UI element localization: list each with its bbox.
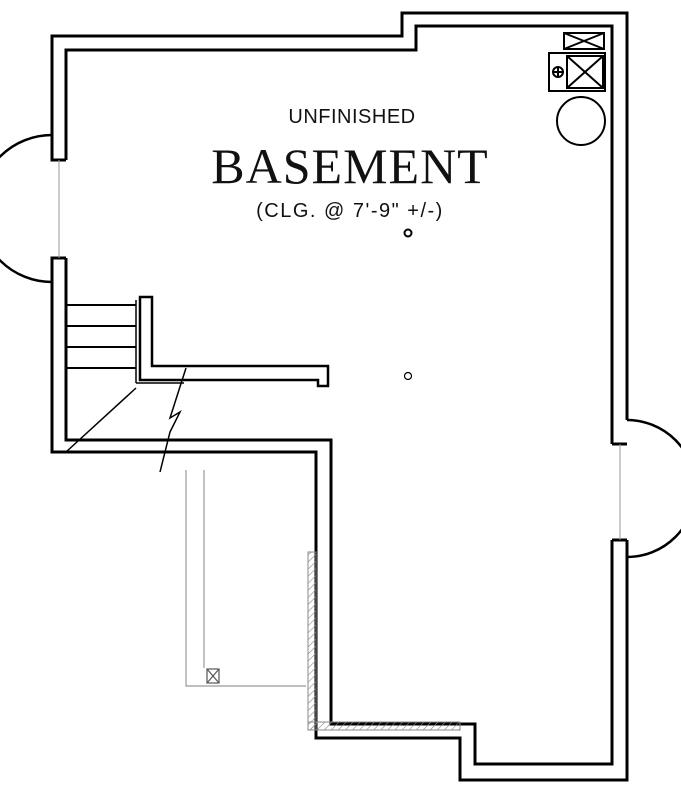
stair-winder-line [65,387,137,453]
exterior-wall-inner [64,24,614,766]
window-glass-lines [58,160,621,540]
vent-cross [563,32,605,50]
exterior-footprint [185,470,306,687]
ceiling-fixtures [403,228,413,381]
vent-register-icon [563,32,605,50]
vent-register-icon [206,668,220,684]
left-window-well [0,133,53,284]
porch-outline [185,470,306,687]
hatched-footing [307,551,461,731]
mechanical-equipment [548,32,606,146]
ceiling-note: (CLG. @ 7'-9" +/-) [256,200,444,222]
circle-outlet-icon [403,371,413,381]
stair-break-line [159,367,187,473]
stair-area [65,295,330,473]
exterior-walls [50,11,629,782]
furnace-box [566,55,604,89]
exterior-wall-outer [50,11,629,782]
vent-register-cross [206,668,220,684]
furnace-cross [566,55,604,89]
room-name: BASEMENT [211,138,488,194]
furnace-icon [548,52,606,92]
stair-wall [138,295,330,388]
water-heater-icon [556,96,606,146]
right-window-well [626,418,681,559]
hatched-footing-vertical [307,551,317,731]
window-wells [0,133,681,559]
circle-outlet-icon [403,228,413,238]
hatched-footing-horizontal [307,721,461,731]
room-subtitle: UNFINISHED [288,106,415,128]
